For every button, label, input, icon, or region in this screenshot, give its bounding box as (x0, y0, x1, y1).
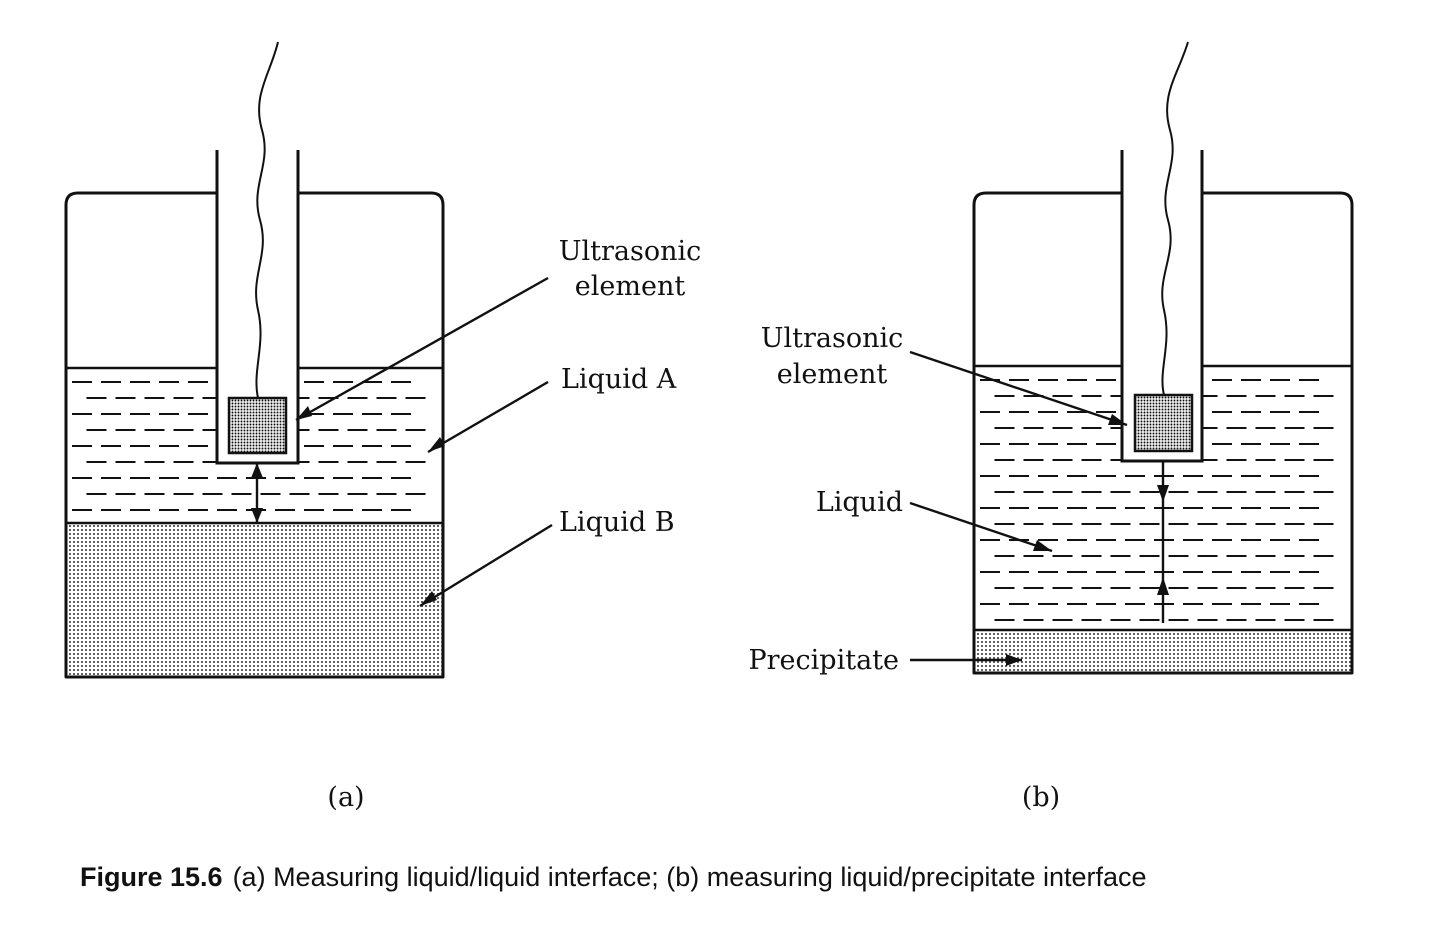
arrowhead-up-b (1157, 577, 1169, 595)
arrowhead-down-a (251, 508, 263, 523)
ultrasonic-element-b (1133, 393, 1194, 453)
label-precipitate: Precipitate (748, 645, 899, 676)
figure-caption: Figure 15.6 (a) Measuring liquid/liquid i… (80, 862, 1380, 893)
panel-a: Ultrasonic element Liquid A Liquid B (a) (64, 41, 702, 813)
tank-b (972, 191, 1354, 675)
leader-ultrasonic-a (295, 276, 549, 422)
label-liquid-a: Liquid A (561, 364, 677, 395)
liquid-b-layer (66, 523, 443, 677)
ultrasonic-element-a (227, 396, 288, 455)
panel-label-b: (b) (1022, 782, 1060, 813)
label-liquid-b: Liquid B (559, 507, 675, 538)
cable-a (255, 41, 279, 399)
panel-b: Ultrasonic element Liquid Precipitate (b… (748, 41, 1354, 813)
label-ultrasonic-a-line2: element (575, 271, 686, 302)
label-liquid: Liquid (816, 487, 903, 518)
arrowhead-ultrasonic-a (296, 406, 312, 420)
tank-a (64, 191, 445, 679)
leader-ultrasonic-b (909, 350, 1128, 427)
arrowhead-precipitate (1006, 654, 1022, 666)
leader-liquid-a (427, 380, 549, 454)
label-ultrasonic-b-line1: Ultrasonic (761, 323, 904, 354)
arrowhead-liquid-b (420, 591, 437, 606)
label-ultrasonic-b-line2: element (777, 359, 888, 390)
arrowhead-liquid-a (428, 437, 445, 452)
arrowhead-liquid-b-panel (1033, 540, 1052, 551)
precipitate-layer (974, 630, 1352, 673)
leader-liquid-b (419, 523, 553, 608)
liquid-a-dashes (72, 381, 426, 511)
panel-label-a: (a) (327, 782, 364, 813)
label-ultrasonic-a-line1: Ultrasonic (559, 236, 702, 267)
arrowhead-down-b (1157, 485, 1169, 502)
arrowhead-ultrasonic-b (1108, 414, 1127, 425)
cable-b (1161, 41, 1189, 396)
arrowhead-up-a (251, 463, 263, 478)
figure-number: Figure 15.6 (80, 862, 223, 892)
caption-text: (a) Measuring liquid/liquid interface; (… (232, 862, 1147, 892)
leader-liquid-b-panel (909, 501, 1053, 553)
